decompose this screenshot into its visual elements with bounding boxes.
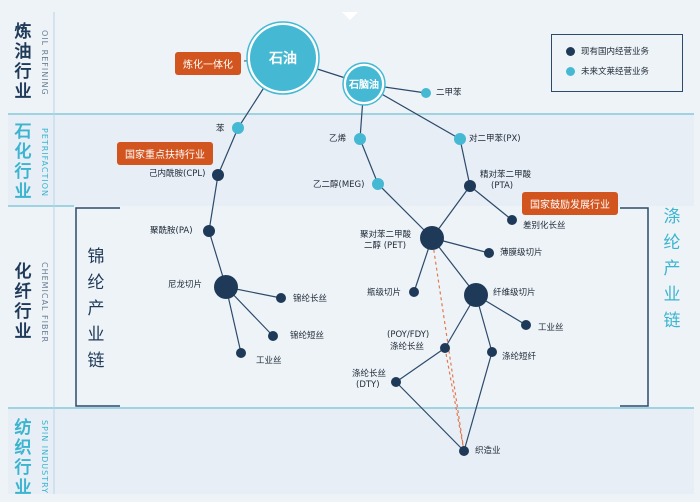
node-film bbox=[484, 248, 494, 258]
label-pet-1: 聚对苯二甲酸 bbox=[360, 230, 412, 240]
band-en-petro: PETRIFACTION bbox=[40, 128, 49, 197]
label-cpl: 己内酰胺(CPL) bbox=[149, 169, 206, 179]
node-ethylene bbox=[354, 133, 366, 145]
node-cpl bbox=[212, 169, 224, 181]
node-crude-label: 石油 bbox=[268, 50, 297, 67]
legend-current: 现有国内经营业务 bbox=[566, 45, 649, 57]
label-ind-yarn1: 工业丝 bbox=[256, 356, 282, 366]
node-nylonchip bbox=[214, 275, 238, 299]
node-diff bbox=[507, 215, 517, 225]
band-en-oil: OIL REFINING bbox=[40, 30, 49, 96]
label-pet-2: 二醇 (PET) bbox=[364, 241, 407, 251]
node-pesstaple bbox=[487, 347, 497, 357]
band-en-fiber: CHEMICAL FIBER bbox=[40, 262, 49, 344]
tag-support: 国家重点扶持行业 bbox=[117, 142, 213, 165]
label-poy-1: (POY/FDY) bbox=[387, 330, 430, 340]
chain-label-polyester: 涤纶产业链 bbox=[663, 207, 681, 331]
node-weaving bbox=[459, 446, 469, 456]
label-pta-2: (PTA) bbox=[491, 181, 514, 191]
label-diff: 差别化长丝 bbox=[523, 221, 566, 231]
node-pa bbox=[203, 225, 215, 237]
label-ind-yarn2: 工业丝 bbox=[538, 323, 564, 333]
node-bottle bbox=[409, 287, 419, 297]
label-ethylene: 乙烯 bbox=[329, 134, 347, 144]
edge-dty-weaving bbox=[395, 381, 465, 452]
top-notch bbox=[342, 12, 358, 20]
label-nylon-fil: 锦纶长丝 bbox=[293, 294, 328, 304]
band-label-fiber: 化纤行业 bbox=[14, 262, 32, 342]
label-poy-2: 涤纶长丝 bbox=[390, 342, 425, 352]
node-nylonfil bbox=[276, 293, 286, 303]
edge-pta-diff bbox=[469, 185, 513, 221]
legend-future-label: 未来文莱经营业务 bbox=[581, 67, 650, 77]
edge-px-pta bbox=[459, 138, 471, 187]
node-pet bbox=[420, 226, 444, 250]
node-indyarn2 bbox=[521, 320, 531, 330]
edge-ethylene-meg bbox=[359, 138, 379, 185]
band-label-oil: 炼油行业 bbox=[14, 22, 32, 102]
label-bottle: 瓶级切片 bbox=[367, 288, 402, 298]
edge-poy-dty bbox=[395, 347, 446, 383]
node-naphtha bbox=[346, 66, 382, 102]
label-meg: 乙二醇(MEG) bbox=[313, 180, 365, 190]
band-en-spin: SPIN INDUSTRY bbox=[40, 420, 49, 495]
node-px bbox=[454, 133, 466, 145]
edge-benzene-cpl bbox=[217, 127, 239, 176]
label-film: 薄膜级切片 bbox=[500, 248, 543, 258]
band-label-spin: 纺织行业 bbox=[14, 418, 32, 498]
edge-cpl-pa bbox=[208, 174, 219, 232]
label-fiber-chip: 纤维级切片 bbox=[493, 288, 536, 298]
edge-pesstaple-weaving bbox=[463, 351, 493, 452]
polyester-bracket bbox=[620, 207, 649, 407]
node-naphtha-label: 石脑油 bbox=[348, 78, 379, 91]
node-nylonstaple bbox=[268, 331, 278, 341]
label-nylon-staple: 锦纶短丝 bbox=[290, 331, 325, 341]
node-pta bbox=[464, 180, 476, 192]
node-dty bbox=[391, 377, 401, 387]
band-label-petro: 石化行业 bbox=[14, 122, 32, 202]
node-indyarn1 bbox=[236, 348, 246, 358]
node-xylene bbox=[421, 88, 431, 98]
band-bg-fiber bbox=[8, 206, 694, 408]
chain-label-nylon: 锦纶产业链 bbox=[87, 247, 105, 371]
legend-current-dot bbox=[566, 47, 575, 56]
label-dty-2: (DTY) bbox=[356, 380, 380, 390]
label-pes-staple: 涤纶短纤 bbox=[502, 352, 537, 362]
tag-integration: 炼化一体化 bbox=[175, 52, 241, 75]
node-poy bbox=[440, 343, 450, 353]
label-px: 对二甲苯(PX) bbox=[469, 134, 521, 144]
edge-meg-pet bbox=[377, 183, 433, 239]
label-xylene: 二甲苯 bbox=[436, 88, 462, 98]
label-weaving: 织造业 bbox=[475, 446, 501, 456]
edge-pet-fiberchip bbox=[431, 237, 477, 296]
band-bg-spin bbox=[8, 408, 694, 494]
legend: 现有国内经营业务 未来文莱经营业务 bbox=[551, 34, 683, 92]
label-dty-1: 涤纶长丝 bbox=[352, 369, 387, 379]
tag-encourage: 国家鼓励发展行业 bbox=[522, 192, 618, 215]
node-fiberchip bbox=[464, 283, 488, 307]
label-pa: 聚酰胺(PA) bbox=[150, 226, 193, 236]
nylon-bracket bbox=[75, 207, 120, 407]
node-benzene bbox=[232, 122, 244, 134]
legend-current-label: 现有国内经营业务 bbox=[581, 47, 650, 57]
label-benzene: 苯 bbox=[216, 124, 225, 134]
node-meg bbox=[372, 178, 384, 190]
label-pta-1: 精对苯二甲酸 bbox=[480, 170, 532, 180]
legend-future-dot bbox=[566, 67, 575, 76]
node-crude bbox=[250, 25, 316, 91]
legend-future: 未来文莱经营业务 bbox=[566, 65, 649, 77]
label-nylon-chip: 尼龙切片 bbox=[168, 280, 203, 290]
